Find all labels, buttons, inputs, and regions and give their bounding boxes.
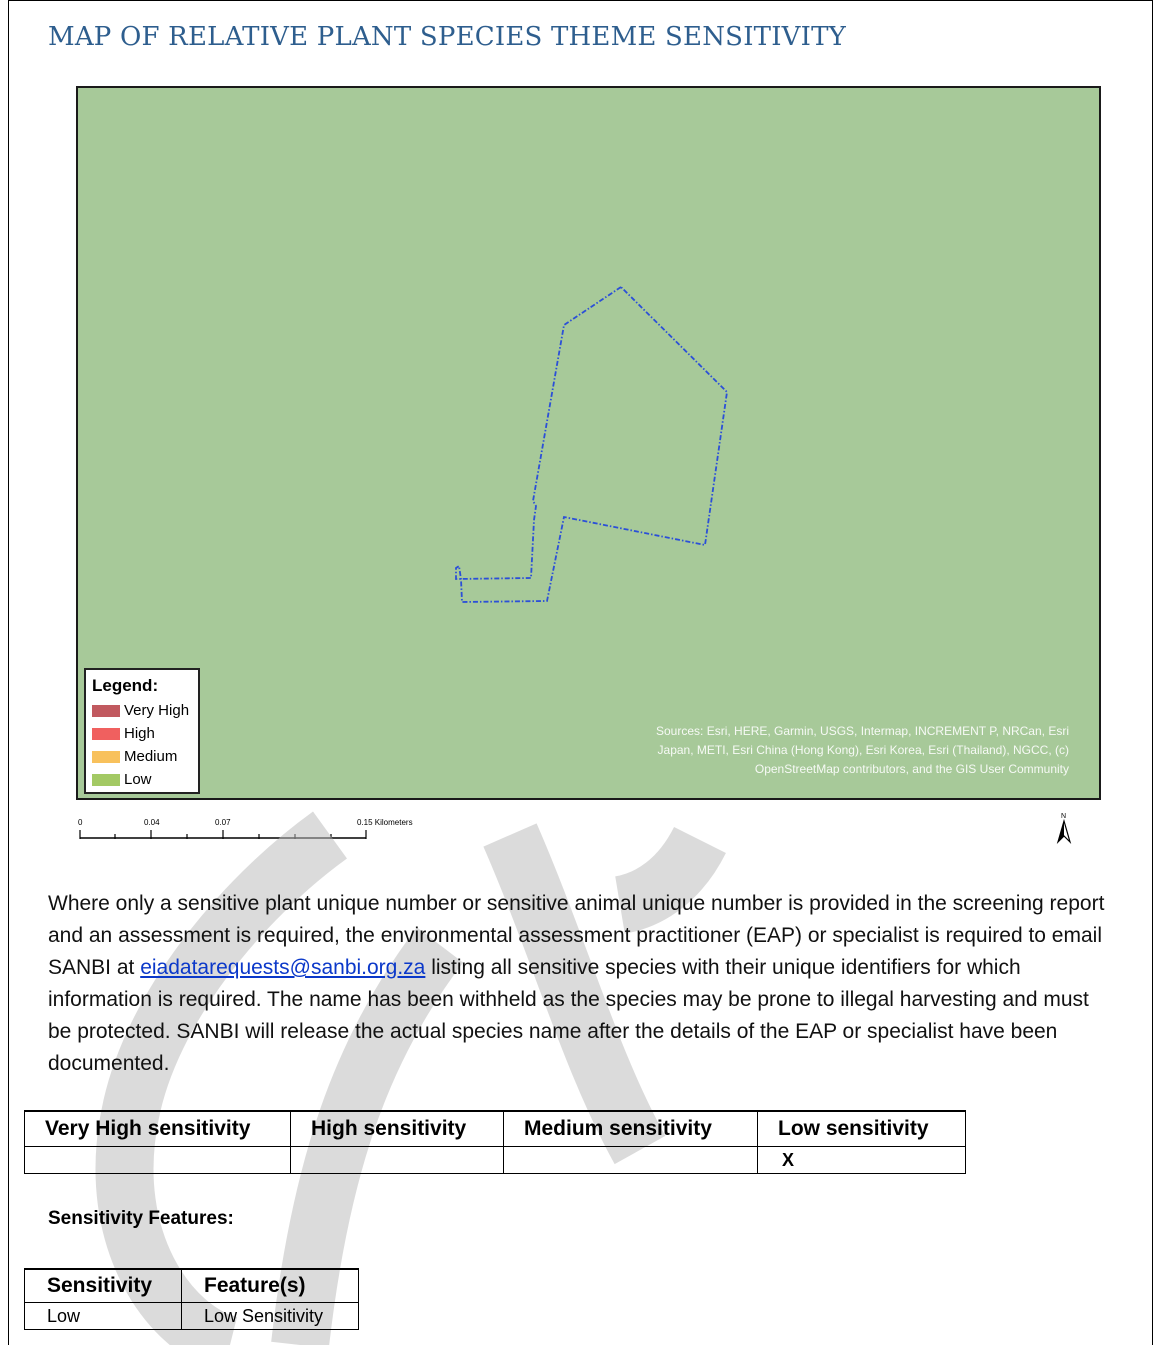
- legend-label: Very High: [124, 702, 190, 719]
- sensitivity-map: Legend: Very High High Medium Low Source…: [76, 86, 1101, 800]
- cell-high: [290, 1146, 504, 1174]
- header-very-high: Very High sensitivity: [24, 1110, 291, 1147]
- table-row: Low Low Sensitivity: [24, 1302, 359, 1330]
- legend-swatch-very-high: [92, 704, 120, 717]
- legend-label: High: [124, 725, 155, 742]
- header-sensitivity: Sensitivity: [24, 1268, 182, 1303]
- attribution-line: OpenStreetMap contributors, and the GIS …: [754, 762, 1069, 776]
- attribution-line: Japan, METI, Esri China (Hong Kong), Esr…: [657, 743, 1069, 757]
- north-arrow-icon: N: [1056, 813, 1072, 845]
- cell-very-high: [24, 1146, 291, 1174]
- features-heading: Sensitivity Features:: [48, 1208, 234, 1229]
- cell-low: X: [757, 1146, 966, 1174]
- cell-medium: [503, 1146, 758, 1174]
- body-text-after: listing all sensitive species with their…: [48, 956, 1089, 1075]
- legend-swatch-low: [92, 773, 120, 786]
- scale-label: 0.15 Kilometers: [357, 818, 413, 827]
- site-boundary-outline: [455, 286, 728, 603]
- map-attribution: Sources: Esri, HERE, Garmin, USGS, Inter…: [569, 722, 1069, 779]
- cell-feature: Low Sensitivity: [181, 1302, 359, 1330]
- header-low: Low sensitivity: [757, 1110, 966, 1147]
- legend-item-medium: Medium: [92, 745, 198, 768]
- legend-label: Medium: [124, 748, 178, 765]
- legend-item-low: Low: [92, 768, 198, 791]
- legend-title: Legend:: [92, 676, 159, 695]
- email-link[interactable]: eiadatarequests@sanbi.org.za: [140, 956, 426, 979]
- legend-swatch-medium: [92, 750, 120, 763]
- header-medium: Medium sensitivity: [503, 1110, 758, 1147]
- scale-label: 0: [78, 818, 83, 827]
- legend-item-very-high: Very High: [92, 699, 198, 722]
- header-features: Feature(s): [181, 1268, 359, 1303]
- scale-label: 0.07: [215, 818, 231, 827]
- body-text-before: Where only a sensitive plant unique numb…: [48, 892, 1105, 979]
- table-header-row: Sensitivity Feature(s): [24, 1268, 359, 1303]
- header-high: High sensitivity: [290, 1110, 504, 1147]
- legend-item-high: High: [92, 722, 198, 745]
- body-paragraph: Where only a sensitive plant unique numb…: [48, 888, 1118, 1080]
- page-frame: [8, 0, 1153, 1345]
- sensitivity-table: Very High sensitivity High sensitivity M…: [24, 1110, 966, 1174]
- scale-bar: 0 0.04 0.07 0.15 Kilometers: [78, 818, 413, 839]
- legend-swatch-high: [92, 727, 120, 740]
- cell-sensitivity: Low: [24, 1302, 182, 1330]
- features-table: Sensitivity Feature(s) Low Low Sensitivi…: [24, 1268, 359, 1330]
- site-boundary: [455, 286, 728, 603]
- north-label: N: [1061, 813, 1066, 820]
- legend-label: Low: [124, 771, 152, 788]
- scale-label: 0.04: [144, 818, 160, 827]
- table-header-row: Very High sensitivity High sensitivity M…: [24, 1110, 966, 1147]
- attribution-line: Sources: Esri, HERE, Garmin, USGS, Inter…: [656, 724, 1069, 738]
- table-row: X: [24, 1146, 966, 1174]
- page-title: MAP OF RELATIVE PLANT SPECIES THEME SENS…: [48, 22, 847, 52]
- map-legend: Legend: Very High High Medium Low: [84, 668, 200, 794]
